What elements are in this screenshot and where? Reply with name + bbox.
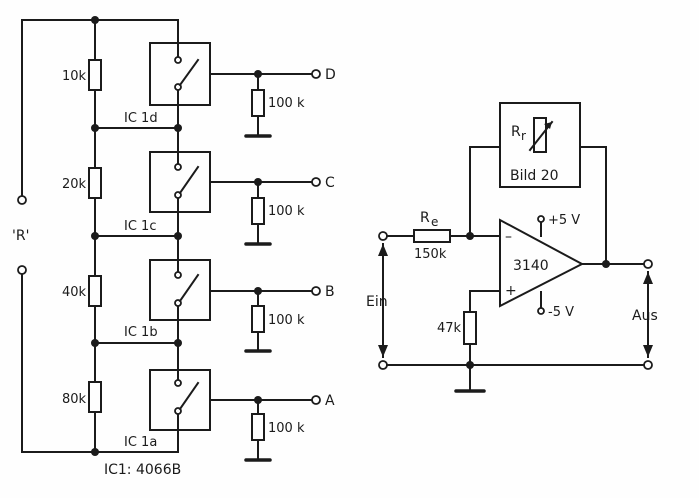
switch-label: IC 1a — [124, 435, 157, 450]
analog-switch-ic1c — [149, 127, 321, 246]
junction-dot — [91, 339, 99, 347]
feedback-box-label: Bild 20 — [510, 168, 559, 184]
input-label: Ein — [366, 294, 388, 310]
supply-positive-terminal — [537, 215, 545, 223]
output-label: Aus — [632, 308, 658, 324]
output-resistor-label: 100 k — [268, 204, 305, 219]
r-label: 'R' — [12, 228, 29, 244]
output-terminal — [643, 259, 653, 269]
ladder-resistor-label: 20k — [62, 177, 87, 192]
opamp-circuit: R r Bild 20 R e 150k – + 3140 +5 V -5 V … — [366, 102, 658, 393]
noninverting-input-sign: + — [505, 283, 517, 299]
input-resistor — [413, 229, 451, 243]
junction-dot — [91, 448, 99, 456]
r-terminal-top — [17, 195, 27, 205]
output-ground-terminal — [643, 360, 653, 370]
input-terminal — [378, 231, 388, 241]
ladder-resistor-20k — [88, 167, 102, 199]
junction-dot — [91, 16, 99, 24]
ladder-resistor-10k — [88, 59, 102, 91]
ground-resistor-label: 47k — [437, 321, 462, 336]
ladder-resistor-label: 80k — [62, 392, 87, 407]
supply-negative-terminal — [537, 307, 545, 315]
feedback-box — [499, 102, 581, 188]
ladder-resistor-label: 40k — [62, 285, 87, 300]
r-terminal-bottom — [17, 265, 27, 275]
switch-label: IC 1b — [124, 325, 158, 340]
analog-switch-ic1a — [149, 342, 321, 462]
feedback-variable-resistor — [533, 117, 547, 153]
input-resistor-subscript: e — [431, 215, 438, 229]
switch-ladder-circuit: 10k 20k 40k 80k 'R' — [12, 16, 336, 478]
ladder-resistor-80k — [88, 381, 102, 413]
output-resistor-label: 100 k — [268, 313, 305, 328]
inverting-input-sign: – — [505, 229, 512, 245]
junction-dot — [466, 232, 474, 240]
input-resistor-label: R — [420, 210, 430, 226]
ladder-resistor-40k — [88, 275, 102, 307]
switch-label: IC 1d — [124, 111, 158, 126]
output-junction-dot — [602, 260, 610, 268]
output-resistor-label: 100 k — [268, 421, 305, 436]
supply-positive-label: +5 V — [548, 213, 580, 228]
analog-switch-ic1d — [149, 42, 321, 138]
supply-negative-label: -5 V — [548, 305, 574, 320]
opamp-triangle — [499, 218, 585, 308]
output-label-b: B — [325, 284, 335, 300]
switch-label: IC 1c — [124, 219, 156, 234]
input-ground-terminal — [378, 360, 388, 370]
analog-switch-ic1b — [149, 235, 321, 353]
input-resistor-value: 150k — [414, 247, 447, 262]
feedback-resistor-label: R — [511, 124, 521, 140]
opamp-label: 3140 — [513, 258, 549, 274]
ground-resistor-47k — [463, 311, 477, 345]
output-label-c: C — [325, 175, 335, 191]
output-resistor-label: 100 k — [268, 96, 305, 111]
output-label-d: D — [325, 67, 336, 83]
junction-dot — [466, 361, 474, 369]
ic-label: IC1: 4066B — [104, 462, 181, 478]
output-label-a: A — [325, 393, 335, 409]
junction-dot — [91, 124, 99, 132]
ladder-resistor-label: 10k — [62, 69, 87, 84]
junction-dot — [91, 232, 99, 240]
feedback-resistor-subscript: r — [521, 129, 526, 143]
